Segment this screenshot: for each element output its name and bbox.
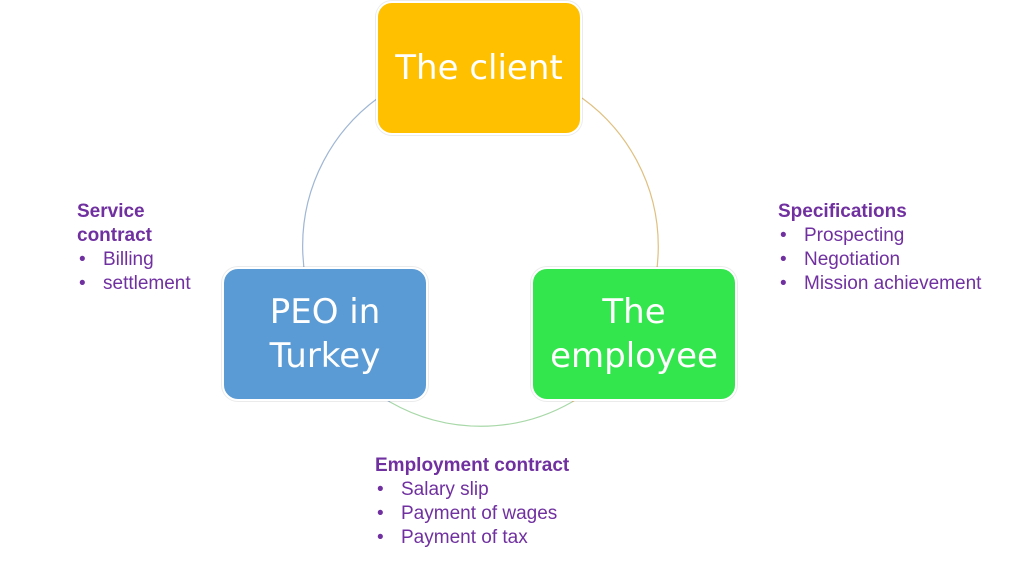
list-item: Mission achievement [778, 272, 1018, 296]
list-item: Payment of wages [375, 502, 635, 526]
list-item: Salary slip [375, 478, 635, 502]
node-the-employee: The employee [531, 267, 737, 401]
note-service-contract-title: Service contract [77, 201, 152, 246]
node-peo-in-turkey-label: PEO in Turkey [269, 291, 381, 376]
node-peo-in-turkey: PEO in Turkey [222, 267, 428, 401]
note-specifications-list: Prospecting Negotiation Mission achievem… [778, 224, 1018, 296]
note-specifications: Specifications Prospecting Negotiation M… [778, 200, 1018, 296]
arc-employee-to-peo [389, 401, 573, 427]
list-item: Negotiation [778, 248, 1018, 272]
note-employment-contract-list: Salary slip Payment of wages Payment of … [375, 478, 635, 550]
list-item: Prospecting [778, 224, 1018, 248]
list-item: Billing [77, 248, 217, 272]
note-service-contract-list: Billing settlement [77, 248, 217, 296]
note-employment-contract: Employment contract Salary slip Payment … [375, 454, 635, 550]
note-employment-contract-title: Employment contract [375, 455, 570, 476]
list-item: settlement [77, 272, 217, 296]
note-specifications-title: Specifications [778, 201, 907, 222]
list-item: Payment of tax [375, 526, 635, 550]
node-the-client-label: The client [395, 47, 563, 88]
node-the-client: The client [376, 1, 582, 135]
node-the-employee-label: The employee [550, 291, 718, 376]
note-service-contract: Service contract Billing settlement [77, 200, 217, 296]
